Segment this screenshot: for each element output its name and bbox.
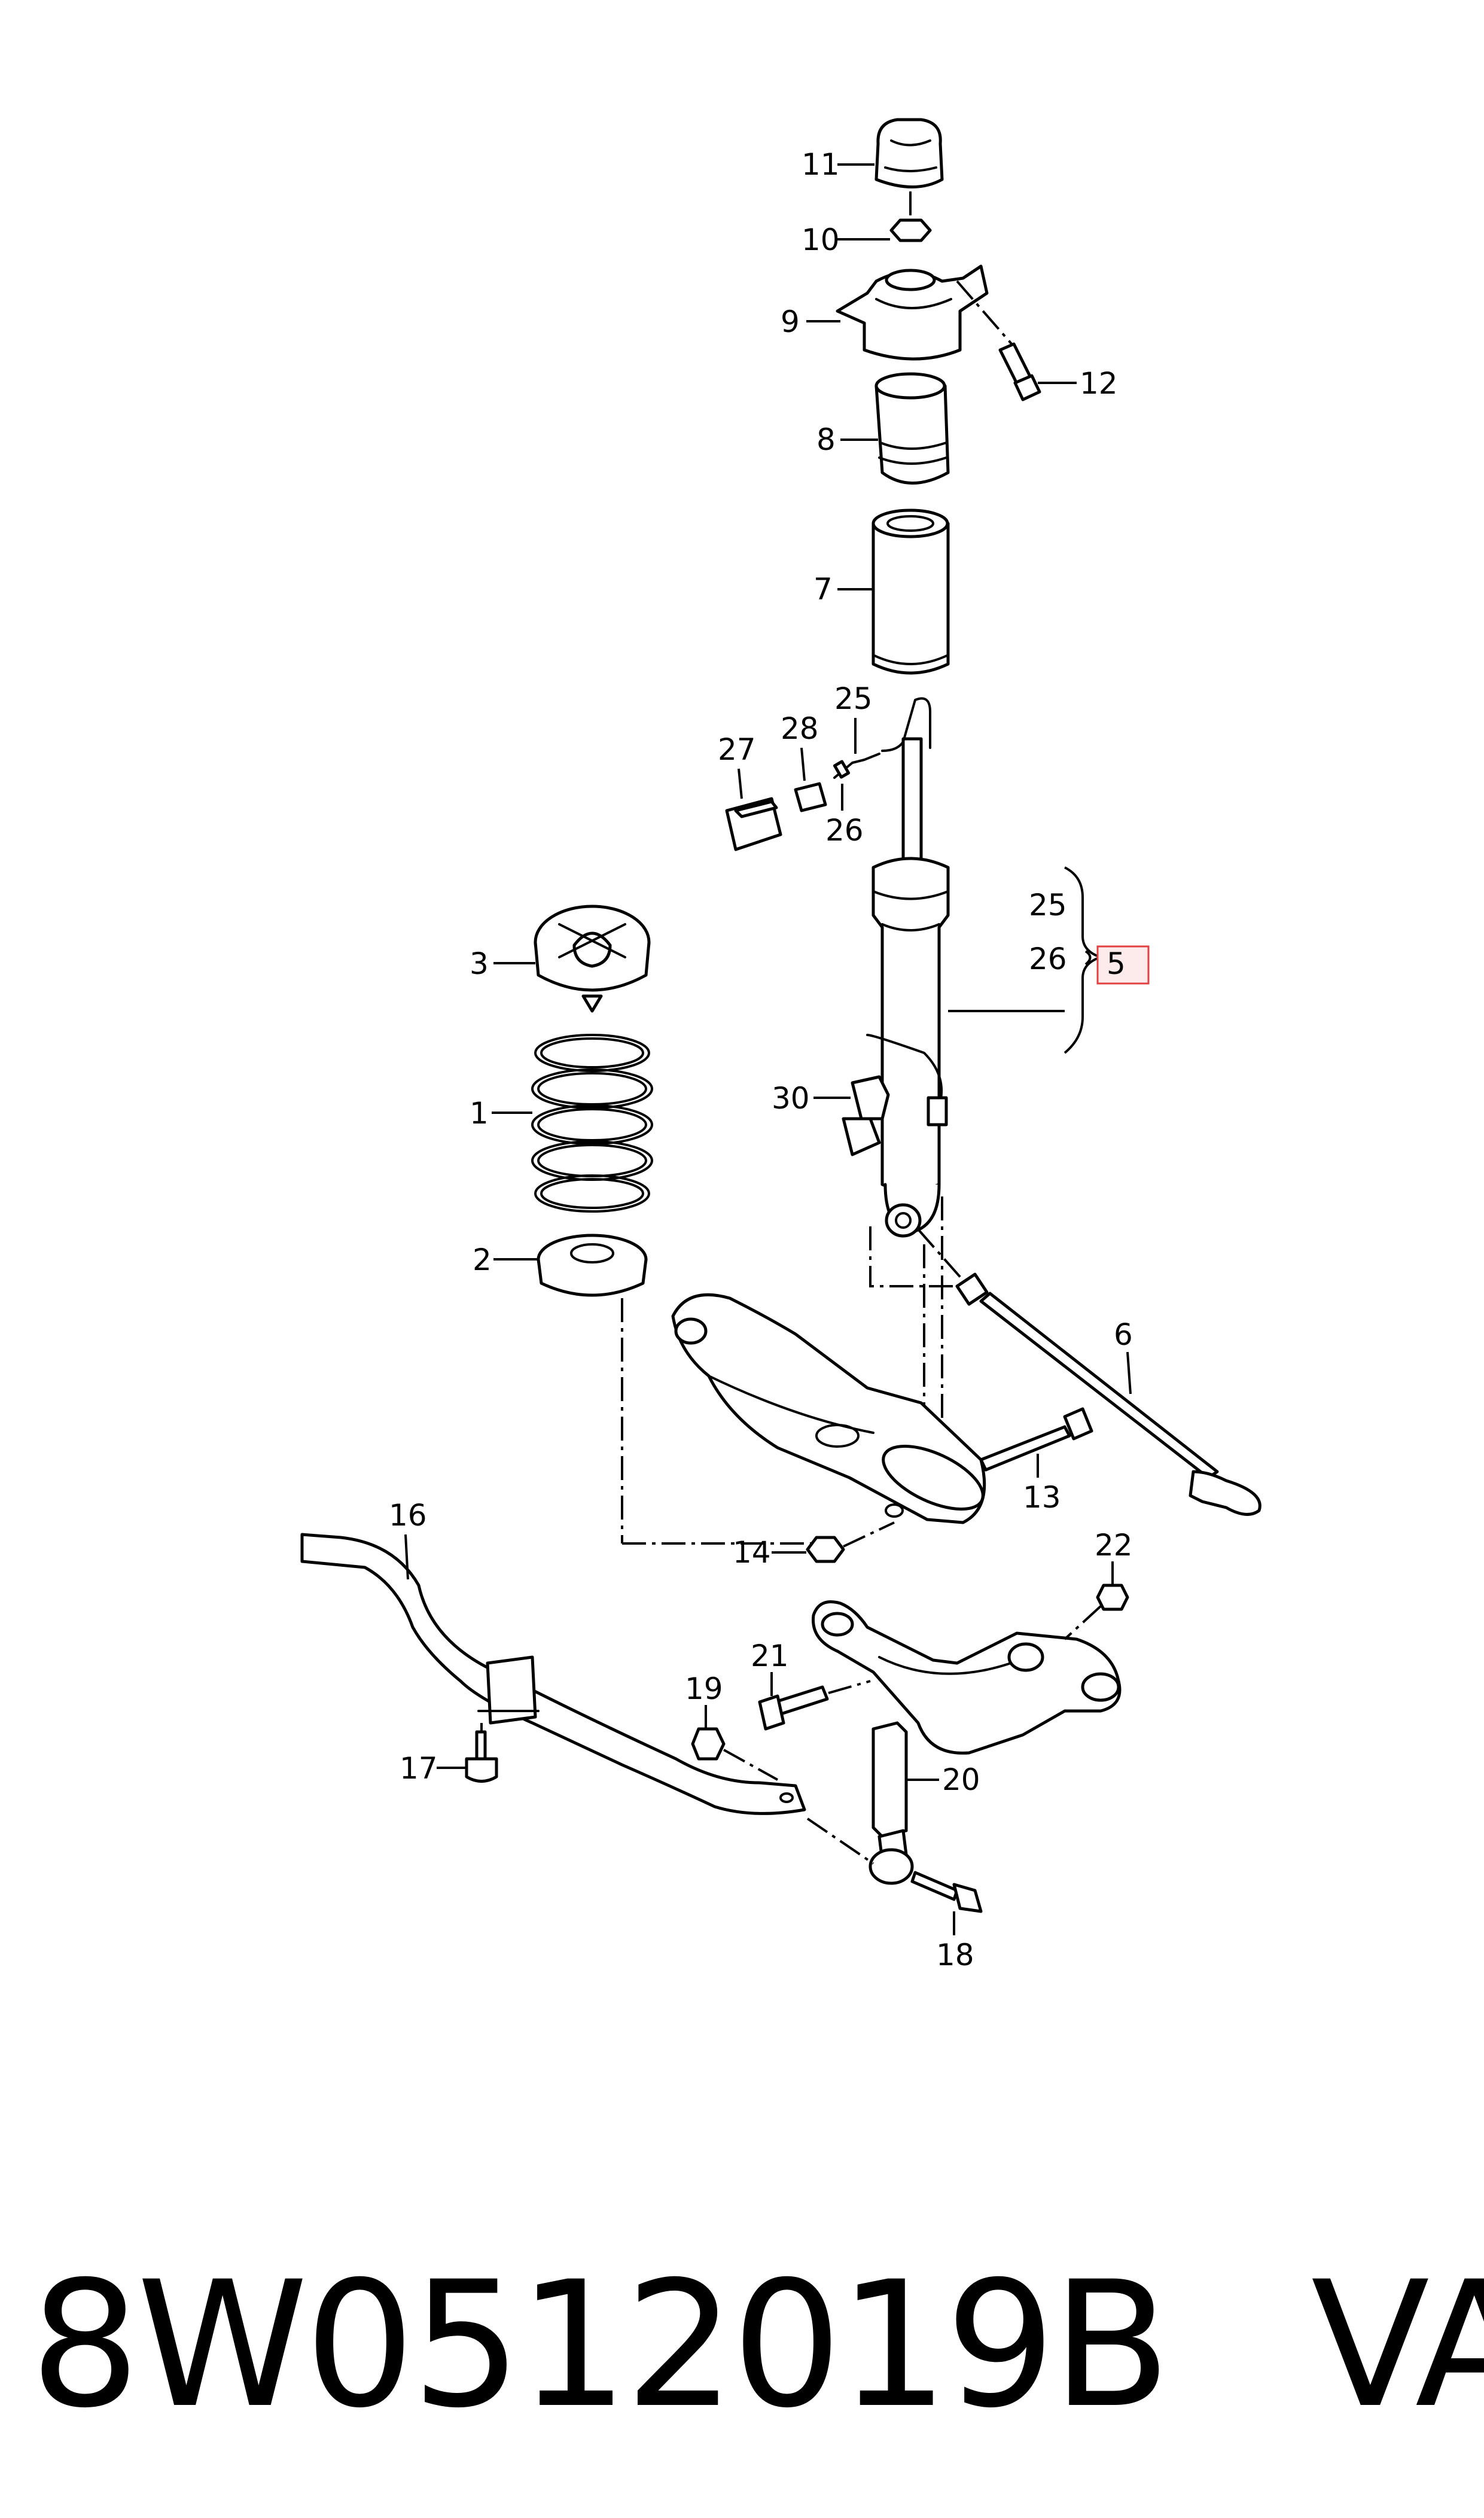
part-number-footer: 8W0512019B VAG xyxy=(30,2225,1484,2465)
part-number: 8W0512019B xyxy=(30,2244,1171,2446)
part-13-bolt xyxy=(979,1407,1093,1478)
part-6-link-rod xyxy=(917,1228,1261,1516)
part-16-stabilizer-bar xyxy=(300,1533,806,1815)
upper-control-arm xyxy=(812,1600,1122,1755)
part-5-highlight-box xyxy=(1096,945,1150,985)
part-19-nut xyxy=(691,1705,778,1781)
part-21-bolt xyxy=(758,1672,871,1731)
part-14-nut xyxy=(772,1521,895,1563)
assembly-brace xyxy=(1064,866,1150,1054)
callout-20: 20 xyxy=(942,1762,980,1797)
part-8-bump-stop xyxy=(840,372,950,485)
callout-27: 27 xyxy=(718,732,756,767)
callout-3: 3 xyxy=(470,946,489,981)
part-12-bolt xyxy=(998,342,1077,401)
callout-14: 14 xyxy=(733,1535,771,1570)
callout-6: 6 xyxy=(1114,1317,1133,1352)
parts-25-28-connector-group xyxy=(725,718,880,851)
callout-28: 28 xyxy=(781,711,819,746)
callout-22: 22 xyxy=(1095,1528,1133,1563)
part-17-bolt xyxy=(437,1723,498,1783)
callout-21: 21 xyxy=(751,1639,789,1673)
part-20-coupling-rod xyxy=(806,1721,939,1885)
callout-9: 9 xyxy=(781,305,800,339)
part-11-cap xyxy=(837,118,944,188)
callout-25-connector: 25 xyxy=(834,681,873,716)
part-22-nut xyxy=(1064,1561,1129,1640)
callout-13: 13 xyxy=(1023,1480,1061,1515)
callout-26-connector: 26 xyxy=(825,813,864,848)
part-7-dust-tube xyxy=(837,509,950,675)
part-10-nut xyxy=(837,191,932,242)
callout-8: 8 xyxy=(816,422,836,457)
brand-name: VAG xyxy=(1311,2244,1484,2446)
part-9-top-mount xyxy=(806,264,1018,361)
part-1-coil-spring xyxy=(492,1034,653,1213)
callout-11: 11 xyxy=(802,147,840,182)
callout-26-brace: 26 xyxy=(1029,942,1067,976)
callout-7: 7 xyxy=(813,572,833,607)
callout-5: 5 xyxy=(1107,946,1126,981)
part-3-spring-seat xyxy=(493,905,651,1013)
callout-labels: 11 10 9 12 8 7 25 28 27 26 25 26 5 3 1 3… xyxy=(389,147,1133,1972)
callout-12: 12 xyxy=(1080,366,1118,401)
callout-18: 18 xyxy=(936,1938,974,1972)
part-5-shock-absorber xyxy=(813,697,1065,1520)
callout-10: 10 xyxy=(802,223,840,257)
callout-19: 19 xyxy=(685,1671,723,1706)
callout-17: 17 xyxy=(400,1751,438,1786)
callout-2: 2 xyxy=(473,1243,492,1277)
callout-30: 30 xyxy=(772,1081,810,1116)
part-2-lower-seat xyxy=(493,1234,828,1545)
part-18-bolt xyxy=(910,1871,983,1935)
callout-1: 1 xyxy=(470,1096,489,1131)
trailing-arm xyxy=(671,1293,986,1524)
callout-16: 16 xyxy=(389,1498,427,1533)
callout-25-brace: 25 xyxy=(1029,888,1067,922)
